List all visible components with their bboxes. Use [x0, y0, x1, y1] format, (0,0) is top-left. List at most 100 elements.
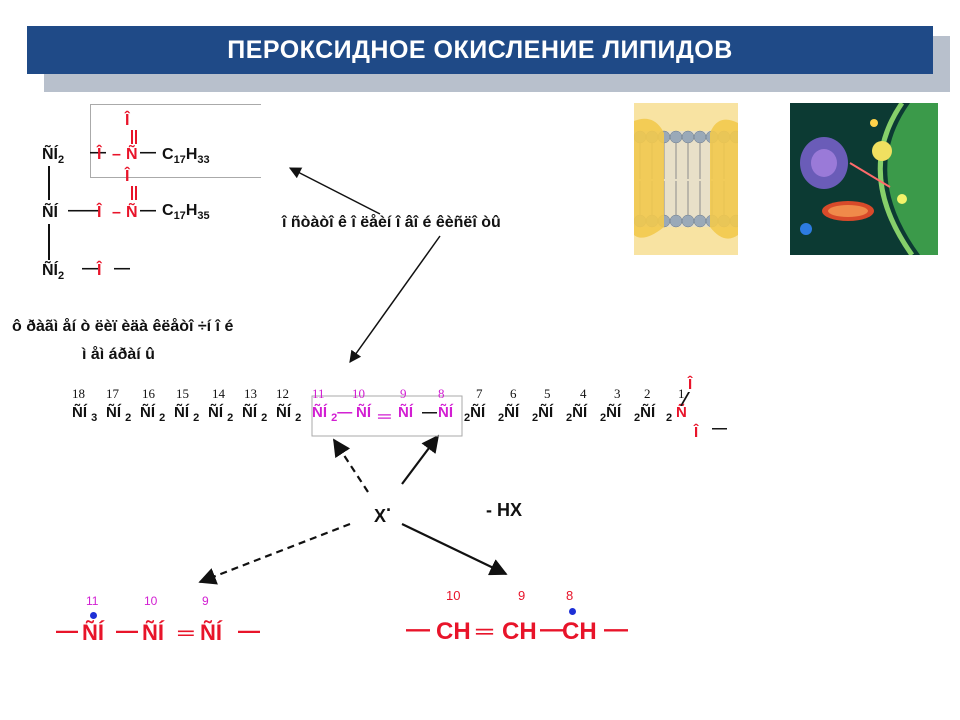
chain-num: 6	[510, 386, 517, 401]
product-group: CH	[436, 618, 471, 645]
chain-group-highlight: ÑÍ	[398, 404, 413, 421]
bond-dash: —	[238, 618, 260, 643]
double-bond-2	[131, 186, 137, 200]
double-bond: ═	[178, 620, 194, 645]
chain-num: 9	[400, 386, 407, 401]
chain-num: 11	[312, 386, 325, 401]
fragment-label-line1: ô ðàãì åí ò ëèï èäà êëåòî ÷í î é	[12, 318, 234, 335]
minus-hx-label: - HX	[486, 500, 522, 520]
bond-dash: —	[422, 404, 437, 421]
double-bond: ═	[378, 406, 391, 426]
row2-o: Î	[97, 204, 102, 221]
row3-ch2: ÑÍ2	[42, 262, 65, 282]
radical-dot	[569, 608, 576, 615]
product-group: CH	[502, 618, 537, 645]
bond-dash: —	[604, 616, 628, 643]
chain-num: 4	[580, 386, 587, 401]
chain-num: 7	[476, 386, 483, 401]
bond-dash: —	[406, 616, 430, 643]
cell-image	[790, 103, 938, 255]
chain-group: 2ÑÍ	[498, 404, 520, 424]
bond-dash: —	[116, 618, 138, 643]
chain-num: 2	[644, 386, 651, 401]
oleic-highlight-box	[90, 104, 261, 178]
radical-product-right: 10 9 8 — CH ═ CH — CH —	[406, 584, 646, 654]
membrane-image	[634, 103, 738, 255]
slide-title: ПЕРОКСИДНОЕ ОКИСЛЕНИЕ ЛИПИДОВ	[227, 35, 733, 64]
row2-chain: C17H35	[162, 202, 210, 222]
triglyceride-structure: Î ÑÍ2 — Î – Ñ — C17H33 Î ÑÍ —— Î – Ñ — C…	[40, 100, 270, 300]
product-num: 11	[86, 594, 99, 608]
product-num: 10	[144, 594, 158, 608]
chain-num: 18	[72, 386, 85, 401]
arrow-x-to-chain-solid	[401, 434, 440, 485]
chain-num: 12	[276, 386, 289, 401]
product-num: 9	[518, 588, 526, 603]
bond-dash: —	[90, 144, 106, 161]
chain-group: ÑÍ 2	[208, 404, 234, 424]
chain-num: 8	[438, 386, 445, 401]
chain-num: 1	[678, 386, 685, 401]
radical-x: X·	[374, 500, 393, 526]
chain-highlight-box	[311, 395, 463, 437]
arrow-to-chain	[349, 235, 441, 363]
chain-num: 10	[352, 386, 365, 401]
bond-dash: —	[540, 616, 564, 643]
chain-group: 2	[666, 412, 673, 424]
chain-group: ÑÍ 2	[276, 404, 302, 424]
chain-group-highlight: ÑÍ	[438, 404, 453, 421]
chain-group: 2ÑÍ	[566, 404, 588, 424]
product-group: ÑÍ	[142, 620, 164, 645]
row1-chain: C17H33	[162, 146, 210, 166]
chain-group: 2ÑÍ	[634, 404, 656, 424]
bond-dash: —	[56, 618, 78, 643]
chain-group: ÑÍ 2	[140, 404, 166, 424]
product-group: ÑÍ	[200, 620, 222, 645]
carbonyl-oxygen-2: Î	[125, 168, 130, 185]
bond-dash: –	[112, 204, 121, 221]
chain-num: 3	[614, 386, 621, 401]
chain-num: 17	[106, 386, 119, 401]
chain-num: 15	[176, 386, 189, 401]
arrow-to-radical-left	[198, 522, 351, 585]
chain-group-highlight: ÑÍ 2—	[312, 404, 353, 424]
double-bond: ═	[476, 618, 494, 645]
terminal-o-bottom: Î	[694, 424, 699, 441]
product-num: 8	[566, 588, 574, 603]
chain-num: 14	[212, 386, 225, 401]
bond-dash: —	[140, 202, 156, 219]
row1-ch2: ÑÍ2	[42, 146, 65, 166]
row3-o: Î	[97, 262, 102, 279]
vertical-bond-1	[48, 166, 50, 200]
chain-group: ÑÍ 2	[174, 404, 200, 424]
chain-num: 5	[544, 386, 551, 401]
terminal-o-top: Î	[688, 376, 693, 393]
row2-c: Ñ	[126, 204, 138, 221]
chain-group: ÑÍ 2	[106, 404, 132, 424]
chain-numbers: 18 17 16 15 14 13 12 11 10 9 8 7 6 5 4 3…	[72, 386, 692, 402]
chain-group: 2ÑÍ	[532, 404, 554, 424]
chain-group: 2ÑÍ	[600, 404, 622, 424]
title-bar: ПЕРОКСИДНОЕ ОКИСЛЕНИЕ ЛИПИДОВ	[27, 26, 933, 74]
bond-dash: —	[140, 144, 156, 161]
terminal-carbon: Ñ	[676, 404, 687, 421]
arrow-to-radical-right	[401, 523, 508, 576]
row1-c: Ñ	[126, 146, 138, 163]
chain-group: 2ÑÍ	[464, 404, 486, 424]
bond-dash: ——	[68, 202, 100, 219]
product-group: ÑÍ	[82, 620, 104, 645]
oleic-acid-label: î ñòàòî ê î ëåèí î âî é êèñëî òû	[282, 214, 501, 231]
radical-dot	[90, 612, 97, 619]
product-num: 9	[202, 594, 209, 608]
row2-ch: ÑÍ	[42, 204, 58, 221]
double-bond-1	[131, 130, 137, 144]
arrow-x-to-chain-dashed	[333, 438, 369, 493]
chain-group: ÑÍ 3	[72, 404, 98, 424]
vertical-bond-2	[48, 224, 50, 260]
product-num: 10	[446, 588, 461, 603]
fragment-label-line2: ì åì áðàí û	[82, 346, 155, 363]
product-group: CH	[562, 618, 597, 645]
bond-dash: —	[712, 420, 727, 437]
row1-o: Î	[97, 146, 102, 163]
